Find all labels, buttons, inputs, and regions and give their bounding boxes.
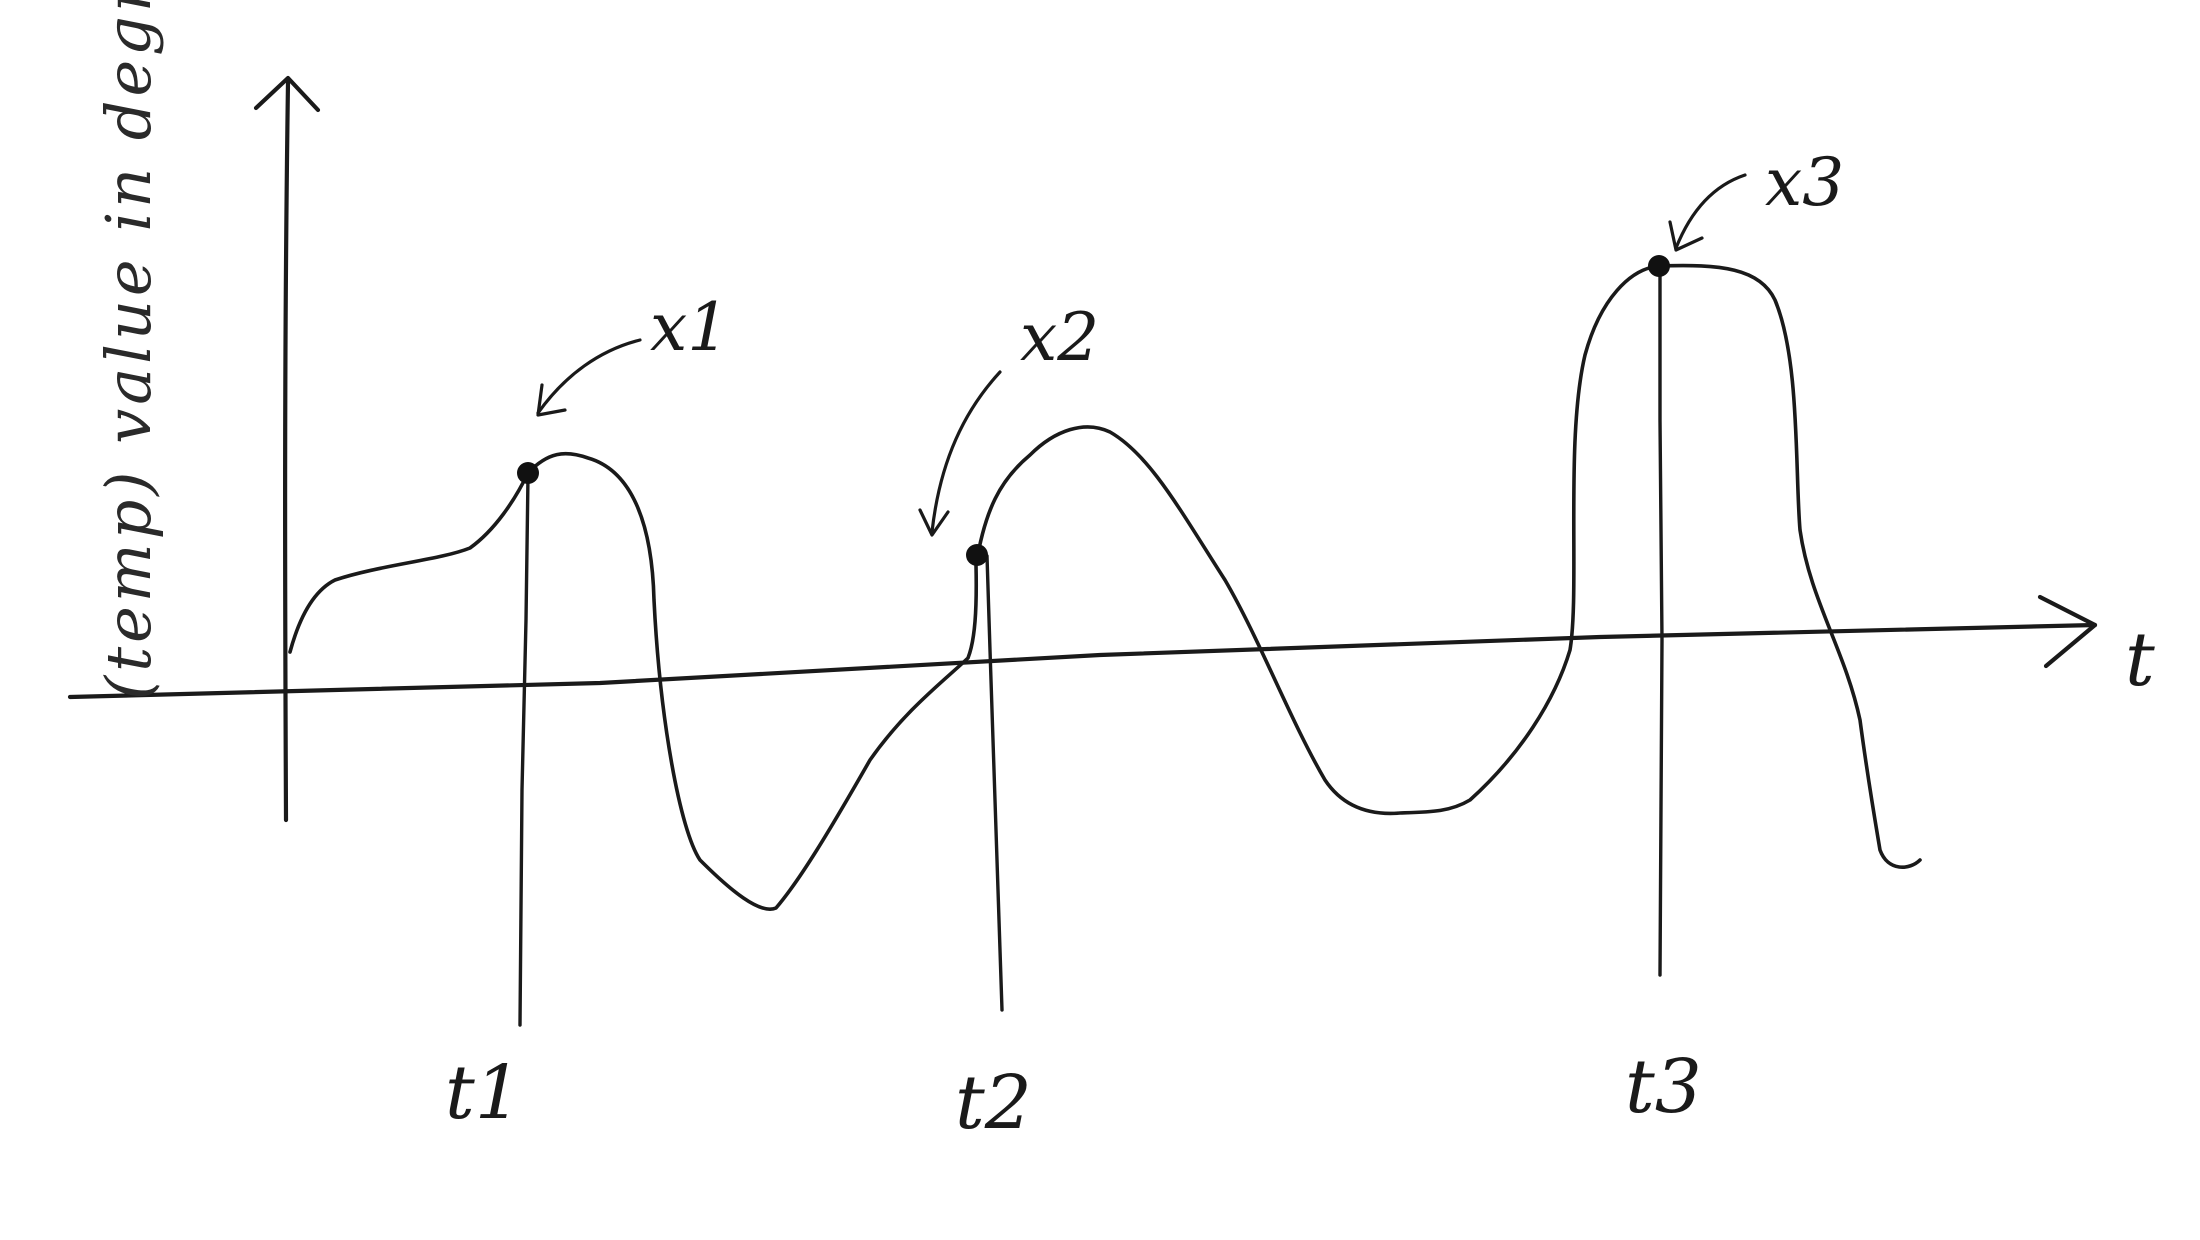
point-x1-marker xyxy=(517,462,539,484)
x3-pointer-arrow xyxy=(1674,173,1747,250)
point-x2-marker xyxy=(966,544,988,566)
x2-pointer-arrow xyxy=(930,370,1002,534)
t1-guide-line xyxy=(518,474,530,1027)
point-x1-label: x1 xyxy=(650,289,729,366)
x-axis-label: t xyxy=(2125,617,2155,703)
x1-pointer-arrow xyxy=(536,338,642,415)
point-x3-marker xyxy=(1648,255,1670,277)
x3-pointer-arrowhead xyxy=(1668,220,1704,252)
x-axis-line xyxy=(67,622,2098,700)
point-x3-label: x3 xyxy=(1765,144,1844,221)
y-axis-label: (temp) value in degree xyxy=(92,0,165,700)
point-x2-label: x2 xyxy=(1020,299,1099,376)
t2-guide-line xyxy=(985,554,1004,1012)
x2-pointer-arrowhead xyxy=(918,508,950,537)
t3-guide-line xyxy=(1658,264,1664,977)
x-axis-arrowhead xyxy=(2037,594,2098,669)
y-axis-line xyxy=(283,79,291,823)
time-label-t1: t1 xyxy=(445,1050,522,1136)
x1-pointer-arrowhead xyxy=(536,383,567,417)
y-axis-arrowhead xyxy=(253,75,321,113)
time-label-t3: t3 xyxy=(1625,1044,1702,1130)
temperature-curve xyxy=(288,263,1922,911)
time-label-t2: t2 xyxy=(955,1060,1032,1146)
